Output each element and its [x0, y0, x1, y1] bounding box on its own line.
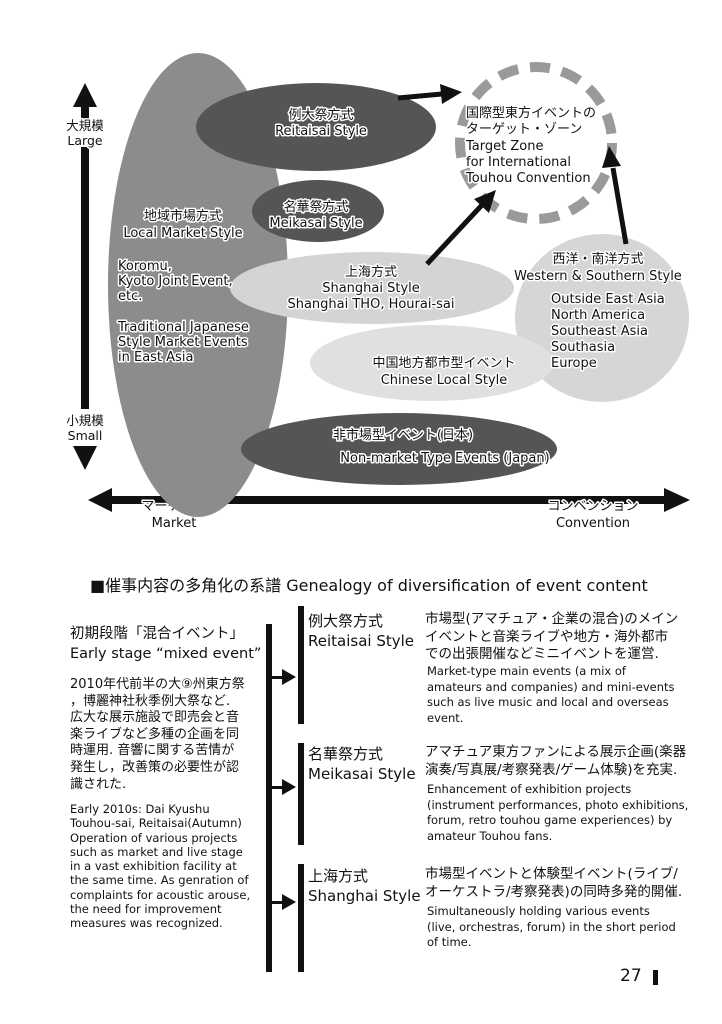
svg-text:地域市場方式: 地域市場方式 — [144, 208, 222, 224]
target-zone-labels: 国際型東方イベントの ターゲット・ゾーン Target Zone for Int… — [464, 104, 598, 188]
diagram-arrows — [397, 84, 629, 266]
svg-text:Local Market Style: Local Market Style — [123, 226, 242, 241]
early-stage-block: 初期段階「混合イベント」 Early stage “mixed event” — [70, 624, 265, 664]
chinese-local-labels: 中国地方都市型イベント Chinese Local Style — [371, 354, 517, 390]
svg-text:Kyoto Joint Event,: Kyoto Joint Event, — [118, 274, 233, 289]
western-labels: 西洋・南洋方式 Western & Southern Style Outside… — [513, 250, 684, 373]
arrow-head-icon — [602, 146, 621, 168]
svg-text:Koromu,: Koromu, — [118, 259, 172, 274]
meikasai-labels: 名華祭方式 Meikasai Style — [268, 198, 364, 233]
early-stage-bar — [266, 624, 272, 972]
svg-text:Reitaisai Style: Reitaisai Style — [275, 124, 367, 139]
svg-text:Western & Southern Style: Western & Southern Style — [514, 269, 682, 284]
svg-text:Chinese Local Style: Chinese Local Style — [381, 373, 508, 388]
svg-text:Traditional Japanese: Traditional Japanese — [117, 320, 249, 335]
down-arrow-icon — [73, 446, 97, 470]
shanghai-ellipse — [230, 252, 514, 324]
svg-text:上海方式: 上海方式 — [345, 264, 397, 280]
meikasai-ellipse — [252, 180, 384, 242]
svg-text:Outside East Asia: Outside East Asia — [551, 292, 665, 307]
branch-shanghai-ja: 市場型イベントと体験型イベント(ライブ/ オーケストラ/考察発表)の同時多発的開… — [425, 866, 683, 900]
early-title-en: Early stage “mixed event” — [70, 646, 262, 662]
svg-text:North America: North America — [551, 308, 645, 323]
svg-text:Meikasai Style: Meikasai Style — [269, 216, 362, 231]
arrow-right-icon — [282, 669, 296, 685]
svg-text:名華祭方式: 名華祭方式 — [283, 199, 348, 215]
connector-line — [272, 676, 284, 679]
axis-market-en: Market — [152, 516, 197, 531]
target-zone-circle — [455, 62, 617, 224]
vertical-axis: 大規模 Large 小規模 Small — [65, 83, 106, 470]
svg-text:Non-market Type Events (Japan): Non-market Type Events (Japan) — [340, 451, 549, 466]
shanghai-labels: 上海方式 Shanghai Style Shanghai THO, Hourai… — [286, 263, 456, 314]
non-market-ellipse — [241, 413, 557, 485]
branch-reitaisai-name: 例大祭方式 Reitaisai Style — [308, 612, 415, 650]
right-arrow-icon — [664, 488, 690, 512]
svg-text:例大祭方式: 例大祭方式 — [288, 107, 353, 123]
axis-large-ja: 大規模 — [66, 118, 104, 133]
svg-text:Touhou Convention: Touhou Convention — [465, 171, 591, 186]
local-market-ellipse — [108, 53, 288, 517]
non-market-labels: 非市場型イベント(日本) Non-market Type Events (Jap… — [331, 426, 551, 468]
reitaisai-labels: 例大祭方式 Reitaisai Style — [274, 106, 369, 141]
axis-small-en: Small — [68, 428, 103, 443]
meikasai-bar — [298, 743, 304, 845]
svg-text:for International: for International — [466, 155, 571, 170]
page-number: 27 — [620, 966, 642, 986]
svg-text:Style Market Events: Style Market Events — [118, 335, 248, 350]
branch-reitaisai-en: Market-type main events (a mix of amateu… — [427, 664, 675, 725]
svg-text:非市場型イベント(日本): 非市場型イベント(日本) — [333, 427, 473, 443]
up-arrow-icon — [73, 83, 97, 107]
svg-text:Shanghai THO, Hourai-sai: Shanghai THO, Hourai-sai — [287, 297, 454, 312]
branch-reitaisai-ja: 市場型(アマチュア・企業の混合)のメイン イベントと音楽ライブや地方・海外都市 … — [425, 611, 679, 662]
svg-text:Target Zone: Target Zone — [465, 139, 543, 154]
branch-meikasai-ja: アマチュア東方ファンによる展示企画(楽器 演奏/写真展/考察発表/ゲーム体験)を… — [425, 744, 687, 778]
branch-shanghai-name: 上海方式 Shanghai Style — [308, 867, 421, 905]
svg-text:in East Asia: in East Asia — [118, 350, 193, 365]
event-style-diagram: 大規模 Large 小規模 Small マーケット Market コンベンション… — [65, 53, 690, 533]
early-en-text: Early 2010s: Dai Kyushu Touhou-sai, Reit… — [70, 802, 251, 931]
early-title-ja: 初期段階「混合イベント」 — [70, 626, 244, 642]
reitaisai-bar — [298, 606, 304, 724]
chinese-local-ellipse — [310, 325, 554, 401]
svg-text:Shanghai Style: Shanghai Style — [322, 281, 420, 296]
arrow-right-icon — [282, 894, 296, 910]
branch-meikasai-name: 名華祭方式 Meikasai Style — [308, 745, 416, 783]
axis-convention-ja: コンベンション — [547, 499, 638, 514]
connector-line — [272, 901, 284, 904]
western-ellipse — [515, 234, 689, 402]
shanghai-bar — [298, 864, 304, 972]
arrow-right-icon — [282, 779, 296, 795]
axis-large-en: Large — [67, 133, 102, 148]
svg-text:Southasia: Southasia — [551, 340, 615, 355]
axis-small-ja: 小規模 — [66, 413, 104, 428]
left-arrow-icon — [88, 488, 112, 512]
svg-text:etc.: etc. — [118, 289, 142, 304]
svg-text:国際型東方イベントの: 国際型東方イベントの — [466, 105, 596, 121]
early-ja-text: 2010年代前半の大⑨州東方祭 ，博麗神社秋季例大祭など. 広大な展示施設で即売… — [70, 677, 245, 792]
reitaisai-ellipse — [196, 83, 436, 171]
svg-text:Southeast Asia: Southeast Asia — [551, 324, 648, 339]
connector-line — [272, 786, 284, 789]
svg-text:中国地方都市型イベント: 中国地方都市型イベント — [372, 355, 515, 371]
arrow-head-icon — [440, 84, 462, 104]
axis-convention-en: Convention — [556, 516, 630, 531]
svg-text:Europe: Europe — [551, 356, 597, 371]
local-market-labels: 地域市場方式 Local Market Style Koromu, Kyoto … — [116, 207, 251, 367]
branch-meikasai-en: Enhancement of exhibition projects (inst… — [427, 782, 689, 843]
svg-text:ターゲット・ゾーン: ターゲット・ゾーン — [466, 122, 582, 137]
svg-text:西洋・南洋方式: 西洋・南洋方式 — [552, 251, 643, 267]
arrow-head-icon — [474, 190, 496, 213]
page-marker — [653, 970, 658, 985]
section-header: ■催事内容の多角化の系譜 Genealogy of diversificatio… — [90, 576, 648, 595]
branch-shanghai-en: Simultaneously holding various events (l… — [427, 904, 676, 949]
